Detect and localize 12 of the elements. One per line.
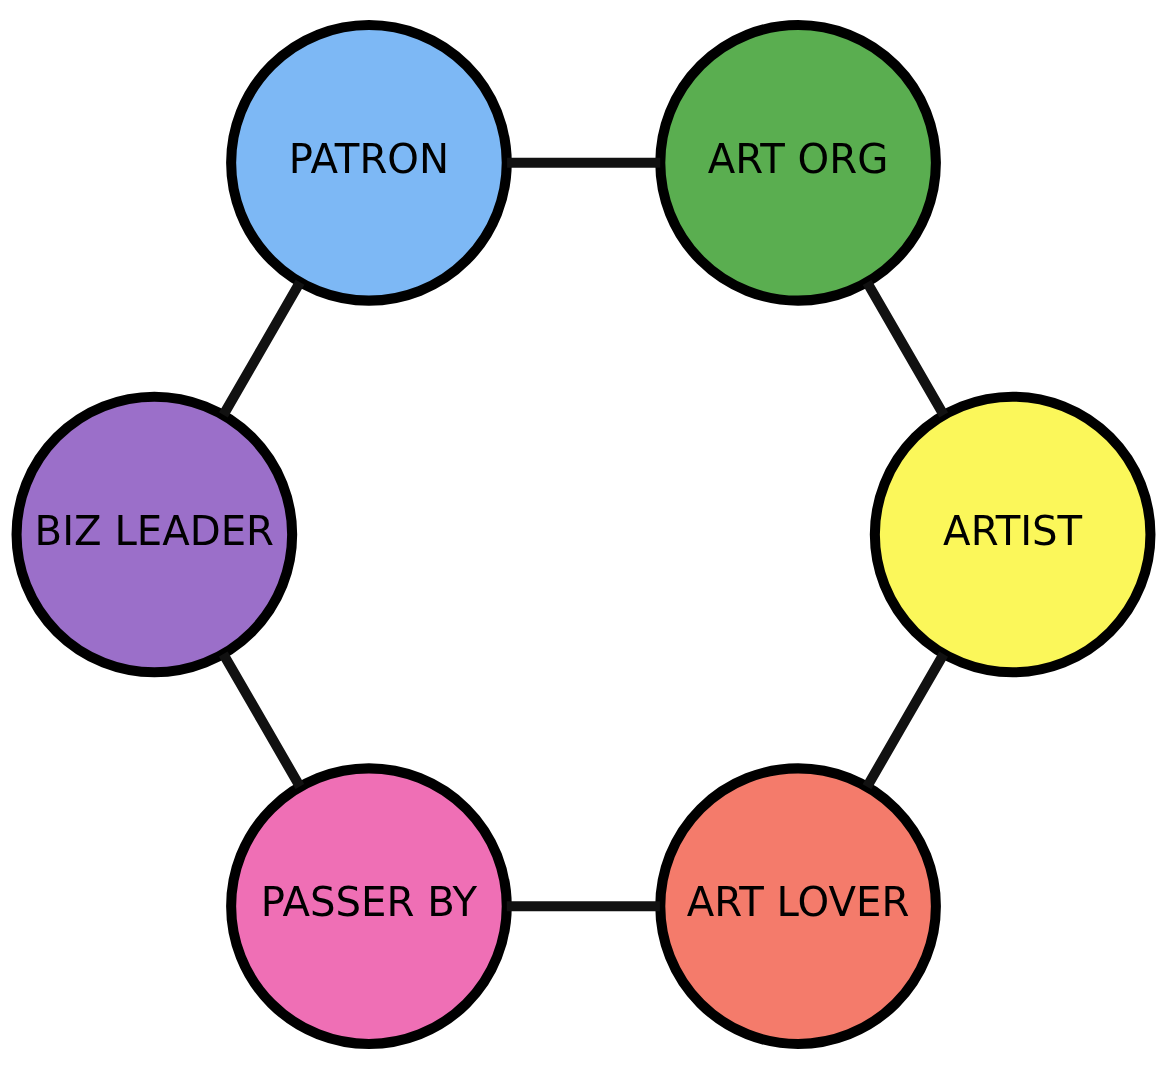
node-circle: ART LOVER bbox=[655, 762, 941, 1049]
connector bbox=[219, 279, 305, 417]
connector bbox=[506, 900, 660, 911]
connector bbox=[507, 157, 661, 168]
node-circle: PATRON bbox=[226, 19, 512, 306]
connector bbox=[218, 650, 305, 789]
connector bbox=[862, 651, 948, 789]
node-circle: PASSER BY bbox=[226, 762, 512, 1049]
node-circle: ART ORG bbox=[655, 19, 941, 306]
node-circle: ARTIST bbox=[869, 391, 1156, 677]
connector bbox=[862, 279, 949, 418]
node-circle: BIZ LEADER bbox=[11, 391, 298, 677]
